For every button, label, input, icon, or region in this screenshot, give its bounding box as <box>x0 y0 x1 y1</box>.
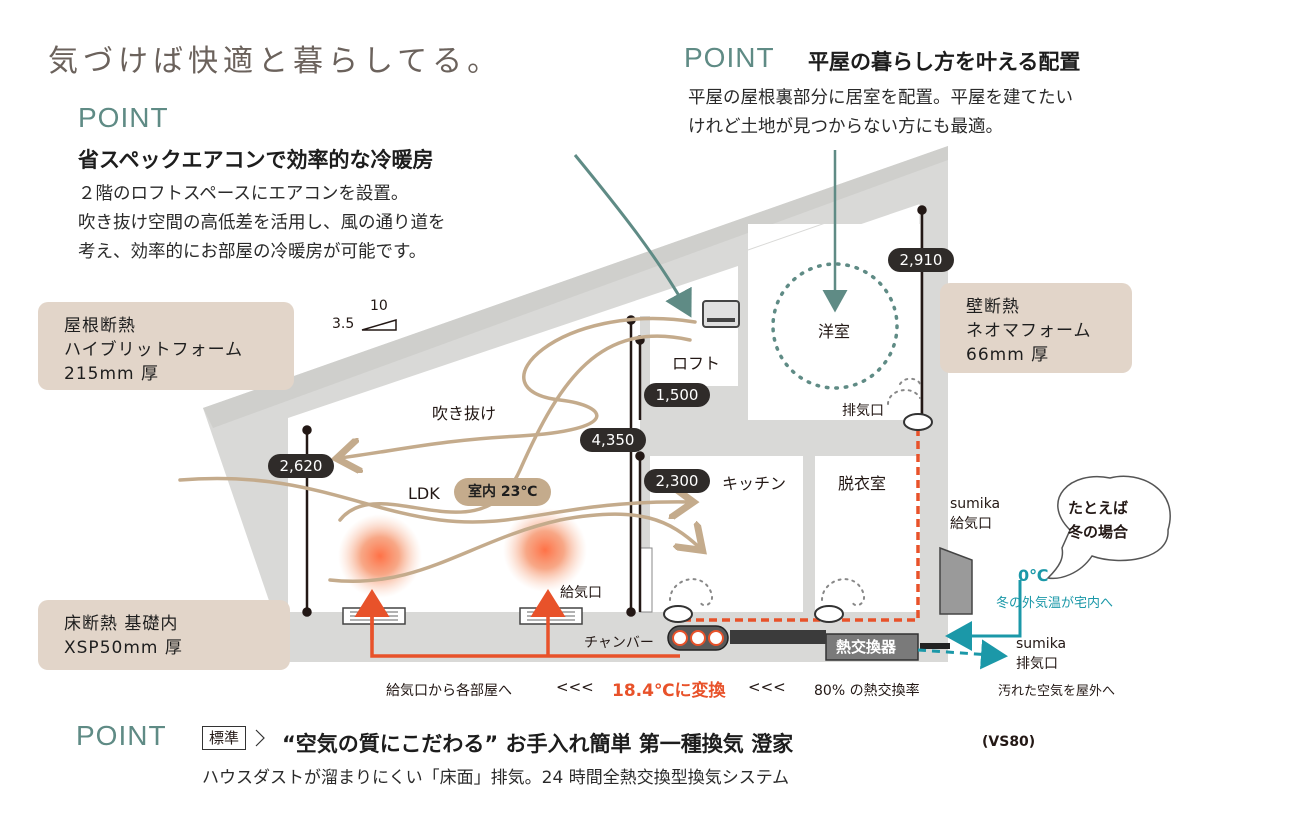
winter-example-bubble-text: たとえば 冬の場合 <box>1068 496 1128 544</box>
loft-label: ロフト <box>672 354 721 373</box>
speech-bubble <box>1046 475 1171 580</box>
floor-insulation-box: 床断熱 基礎内 XSP50mm 厚 <box>38 600 290 670</box>
sumika-supply-line-2: 給気口 <box>950 516 992 532</box>
bubble-line-2: 冬の場合 <box>1068 523 1129 541</box>
page-headline: 気づけば快適と暮らしてる。 <box>48 44 503 79</box>
roof-pitch-triangle <box>361 318 397 331</box>
heat-exchange-rate: 80% の熱交換率 <box>814 683 920 699</box>
supply-air-flow <box>354 589 680 658</box>
roof-insulation-line-1: 屋根断熱 <box>64 316 136 336</box>
dimension-4350: 4,350 <box>580 428 646 452</box>
pitch-run: 10 <box>370 298 388 314</box>
indoor-temperature-badge: 室内 23℃ <box>454 478 552 506</box>
exhaust-swirls <box>669 377 921 607</box>
floor-heat-glow-right <box>503 508 587 592</box>
roof-insulation-line-3: 215mm 厚 <box>64 364 159 384</box>
point-air-title: “空気の質にこだわる” お手入れ簡単 第一種換気 澄家 <box>282 732 794 756</box>
point-air-model: (VS80) <box>982 734 1036 750</box>
wall-insulation-line-2: ネオマフォーム <box>966 321 1092 341</box>
floor-insulation-line-1: 床断熱 基礎内 <box>64 614 179 634</box>
point-layout-desc-2: けれど土地が見つからない方にも最適。 <box>688 117 1003 137</box>
western-room-dotted-circle <box>771 262 899 390</box>
airflow-curves <box>178 316 700 583</box>
aircon-point-arrow <box>573 154 692 318</box>
winter-air-caption: 冬の外気温が宅内へ <box>996 596 1114 611</box>
heat-exchanger-box <box>825 633 919 661</box>
dimension-2620: 2,620 <box>268 454 334 478</box>
upper-exhaust-label: 排気口 <box>842 403 884 419</box>
sumika-exhaust-line-2: 排気口 <box>1016 656 1058 672</box>
western-room-label: 洋室 <box>818 322 851 341</box>
fukinuke-label: 吹き抜け <box>432 404 497 423</box>
point-aircon-label: POINT <box>78 102 169 133</box>
standard-tag: 標準 <box>202 726 247 750</box>
pitch-rise: 3.5 <box>332 316 355 332</box>
sumika-supply-line-1: sumika <box>950 496 1001 512</box>
point-air-label: POINT <box>76 720 167 751</box>
roof-insulation-line-2: ハイブリットフォーム <box>64 340 244 360</box>
heat-exchanger-label: 熱交換器 <box>836 638 897 656</box>
bubble-line-1: たとえば <box>1068 499 1129 517</box>
point-aircon-desc-2: 吹き抜け空間の高低差を活用し、風の通り道を <box>78 213 446 233</box>
supply-port-label: 給気口 <box>560 585 602 601</box>
dirty-air-caption: 汚れた空気を屋外へ <box>998 684 1116 699</box>
sumika-exhaust-line-1: sumika <box>1016 636 1067 652</box>
floor-exhaust-vents <box>663 413 933 623</box>
floor-insulation-line-2: XSP50mm 厚 <box>64 638 183 658</box>
point-aircon-desc-3: 考え、効率的にお部屋の冷暖房が可能です。 <box>78 242 427 262</box>
flow-arrows-right: <<< <box>748 678 786 696</box>
point-aircon-title: 省スペックエアコンで効率的な冷暖房 <box>78 148 434 172</box>
converted-temperature: 18.4℃に変換 <box>612 681 726 701</box>
sumika-exhaust-label: sumika 排気口 <box>1016 634 1066 674</box>
wall-insulation-box: 壁断熱 ネオマフォーム 66mm 厚 <box>940 283 1132 373</box>
flow-arrows-left: <<< <box>556 678 594 696</box>
sumika-supply-label: sumika 給気口 <box>950 494 1000 534</box>
ldk-label: LDK <box>408 484 440 503</box>
supply-to-rooms-caption: 給気口から各部屋へ <box>386 683 512 699</box>
dressing-room-label: 脱衣室 <box>838 474 887 493</box>
air-conditioner-icon <box>702 300 740 328</box>
kitchen-label: キッチン <box>722 474 787 493</box>
dimension-2910: 2,910 <box>888 248 954 272</box>
floor-heat-glow-left <box>338 514 422 598</box>
chamber-label: チャンバー <box>584 635 654 651</box>
roof-insulation-box: 屋根断熱 ハイブリットフォーム 215mm 厚 <box>38 302 294 390</box>
point-air-desc: ハウスダストが溜まりにくい「床面」排気。24 時間全熱交換型換気システム <box>202 768 790 788</box>
wall-insulation-line-3: 66mm 厚 <box>966 345 1050 365</box>
outside-temperature: 0℃ <box>1018 566 1049 585</box>
point-layout-title: 平屋の暮らし方を叶える配置 <box>808 50 1081 74</box>
dimension-1500: 1,500 <box>644 383 710 407</box>
dimension-2300: 2,300 <box>644 469 710 493</box>
point-aircon-desc-1: ２階のロフトスペースにエアコンを設置。 <box>78 184 409 204</box>
point-layout-label: POINT <box>684 42 775 73</box>
wall-insulation-line-1: 壁断熱 <box>966 297 1020 317</box>
outside-duct <box>917 546 1022 670</box>
point-layout-desc-1: 平屋の屋根裏部分に居室を配置。平屋を建てたい <box>688 88 1073 108</box>
